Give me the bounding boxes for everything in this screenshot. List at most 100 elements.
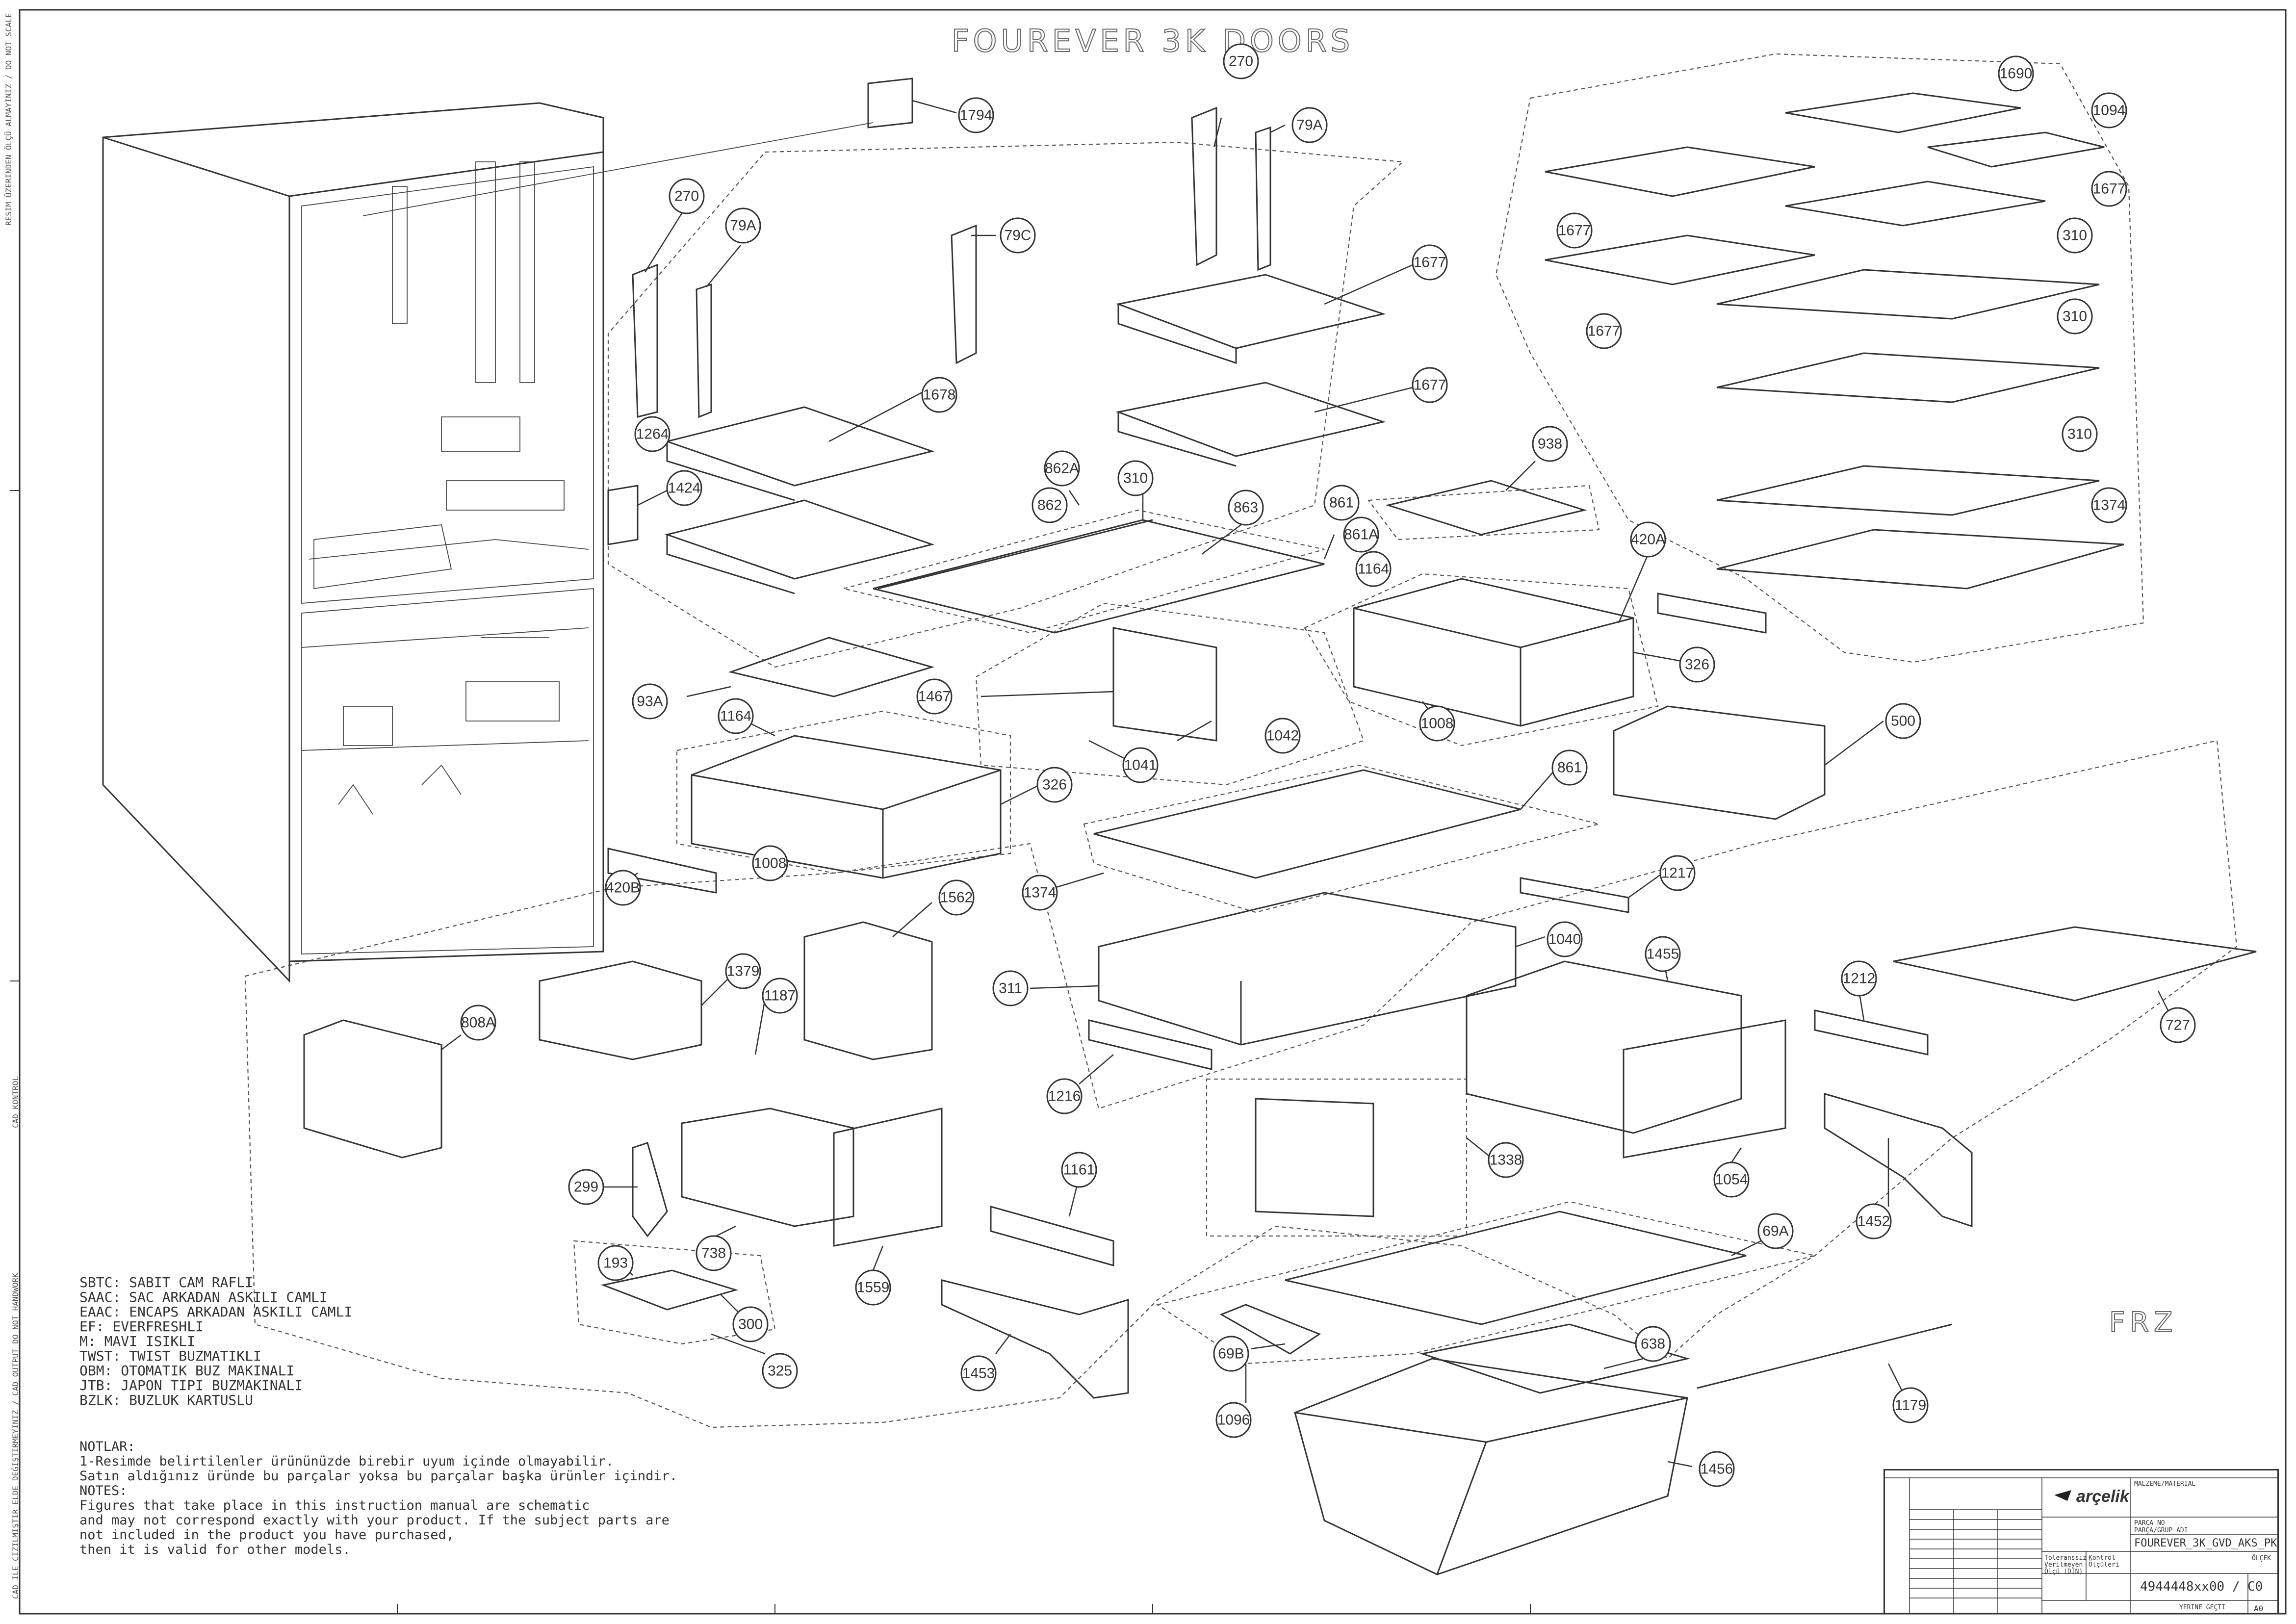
part-1677-shelf-b [1115, 382, 1386, 467]
callout-193[interactable]: 193 [597, 1245, 634, 1281]
callout-1161[interactable]: 1161 [1061, 1152, 1097, 1188]
part-938 [1385, 480, 1587, 536]
callout-1374-b[interactable]: 1374 [1022, 875, 1058, 911]
svg-text:862: 862 [1037, 497, 1062, 514]
callout-1677-d[interactable]: 1677 [1586, 313, 1622, 349]
callout-862[interactable]: 862 [1032, 487, 1068, 523]
callout-420a[interactable]: 420A [1630, 521, 1666, 558]
svg-text:270: 270 [674, 188, 699, 205]
callout-310-d[interactable]: 310 [2062, 416, 2098, 452]
callout-93a[interactable]: 93A [632, 683, 668, 720]
part-300-tray [600, 1269, 739, 1311]
callout-311[interactable]: 311 [992, 970, 1029, 1006]
svg-text:1559: 1559 [857, 1280, 890, 1296]
outline-69a [1156, 1201, 1815, 1365]
callout-1094[interactable]: 1094 [2091, 92, 2127, 129]
callout-300[interactable]: 300 [732, 1306, 769, 1342]
part-738-bin [681, 1108, 854, 1227]
callout-1042[interactable]: 1042 [1264, 718, 1301, 754]
callout-1338[interactable]: 1338 [1488, 1142, 1524, 1178]
callout-861a[interactable]: 861A [1343, 516, 1379, 553]
callout-1456[interactable]: 1456 [1699, 1451, 1735, 1487]
callout-1096[interactable]: 1096 [1215, 1402, 1252, 1438]
callout-638[interactable]: 638 [1635, 1326, 1671, 1362]
callout-69b[interactable]: 69B [1213, 1336, 1249, 1372]
outline-1008a [676, 710, 1011, 874]
callout-420b[interactable]: 420B [605, 870, 641, 906]
svg-text:1794: 1794 [960, 107, 993, 124]
callout-1677-b[interactable]: 1677 [1412, 367, 1448, 403]
callout-861-a[interactable]: 861 [1323, 485, 1360, 521]
part-1042 [1112, 627, 1217, 742]
callout-1678[interactable]: 1678 [921, 377, 957, 413]
part-79a-left [696, 283, 712, 418]
callout-270-top[interactable]: 270 [1223, 43, 1259, 79]
callout-861-b[interactable]: 861 [1551, 749, 1588, 786]
callout-310-c[interactable]: 310 [2057, 298, 2093, 335]
sheet-size: A0 [2254, 1604, 2264, 1613]
callout-1677-e[interactable]: 1677 [2091, 171, 2127, 207]
callout-1008-b[interactable]: 1008 [752, 845, 788, 881]
callout-1217[interactable]: 1217 [1659, 855, 1696, 891]
callout-326-a[interactable]: 326 [1679, 646, 1715, 683]
callout-69a[interactable]: 69A [1757, 1213, 1794, 1249]
svg-text:1455: 1455 [1647, 946, 1679, 962]
svg-text:861: 861 [1329, 495, 1354, 511]
callout-862a[interactable]: 862A [1044, 450, 1080, 487]
callout-1041[interactable]: 1041 [1122, 747, 1159, 783]
part-1678-shelf-b [664, 499, 935, 594]
callout-1453[interactable]: 1453 [960, 1355, 997, 1392]
callout-863[interactable]: 863 [1228, 490, 1264, 526]
callout-79a-top[interactable]: 79A [1291, 107, 1328, 143]
notes-line: NOTLAR: [79, 1439, 135, 1454]
drawing-number: 4944448xx00 / C0 [2140, 1579, 2263, 1594]
callout-1452[interactable]: 1452 [1856, 1203, 1892, 1239]
svg-text:1179: 1179 [1895, 1397, 1927, 1414]
callout-325[interactable]: 325 [762, 1353, 798, 1389]
callout-1212[interactable]: 1212 [1841, 960, 1877, 997]
svg-text:1217: 1217 [1661, 865, 1694, 881]
callout-1379[interactable]: 1379 [725, 953, 761, 989]
callout-1424[interactable]: 1424 [666, 470, 702, 506]
callout-1794[interactable]: 1794 [958, 97, 994, 133]
callout-299[interactable]: 299 [568, 1169, 604, 1205]
part-69a [1285, 1211, 1747, 1325]
callout-1216[interactable]: 1216 [1046, 1078, 1083, 1114]
svg-text:1008: 1008 [754, 855, 787, 872]
part-1452 [1824, 1093, 1973, 1228]
callout-738[interactable]: 738 [696, 1235, 732, 1271]
callout-1374-a[interactable]: 1374 [2091, 487, 2127, 523]
callout-500[interactable]: 500 [1885, 703, 1921, 739]
callout-1164-a[interactable]: 1164 [1355, 551, 1392, 587]
callout-808a[interactable]: 808A [460, 1005, 496, 1041]
callout-310-a[interactable]: 310 [1117, 460, 1154, 496]
callout-1040[interactable]: 1040 [1547, 921, 1583, 957]
callout-1164-b[interactable]: 1164 [718, 698, 754, 734]
callout-326-b[interactable]: 326 [1036, 767, 1073, 803]
callout-1677-c[interactable]: 1677 [1556, 212, 1593, 249]
callout-1179[interactable]: 1179 [1892, 1387, 1929, 1423]
callout-310-b[interactable]: 310 [2057, 217, 2093, 254]
callout-727[interactable]: 727 [2160, 1007, 2196, 1043]
callout-1455[interactable]: 1455 [1645, 936, 1681, 972]
callout-1559[interactable]: 1559 [855, 1269, 891, 1306]
callout-1008-a[interactable]: 1008 [1419, 705, 1455, 742]
callout-1054[interactable]: 1054 [1713, 1161, 1750, 1198]
svg-text:1452: 1452 [1857, 1213, 1890, 1230]
brand-logo-mark [2054, 1490, 2071, 1501]
callout-270-left[interactable]: 270 [669, 178, 705, 214]
callout-1562[interactable]: 1562 [938, 879, 975, 916]
callout-1187[interactable]: 1187 [762, 978, 798, 1014]
callout-79c[interactable]: 79C [1000, 217, 1036, 254]
part-1678-shelf-a [664, 406, 935, 501]
notes-line: 1-Resimde belirtilenler ürününüzde bireb… [79, 1454, 614, 1469]
callout-938[interactable]: 938 [1532, 426, 1568, 462]
callout-1690[interactable]: 1690 [1998, 55, 2034, 92]
part-1161 [990, 1206, 1114, 1266]
control-label: Kontrol Ölçüleri [2089, 1554, 2119, 1569]
callout-79a-left[interactable]: 79A [725, 207, 761, 244]
callout-1264[interactable]: 1264 [634, 416, 671, 452]
svg-text:326: 326 [1685, 657, 1709, 673]
callout-1467[interactable]: 1467 [916, 678, 953, 715]
callout-1677-a[interactable]: 1677 [1412, 244, 1448, 281]
